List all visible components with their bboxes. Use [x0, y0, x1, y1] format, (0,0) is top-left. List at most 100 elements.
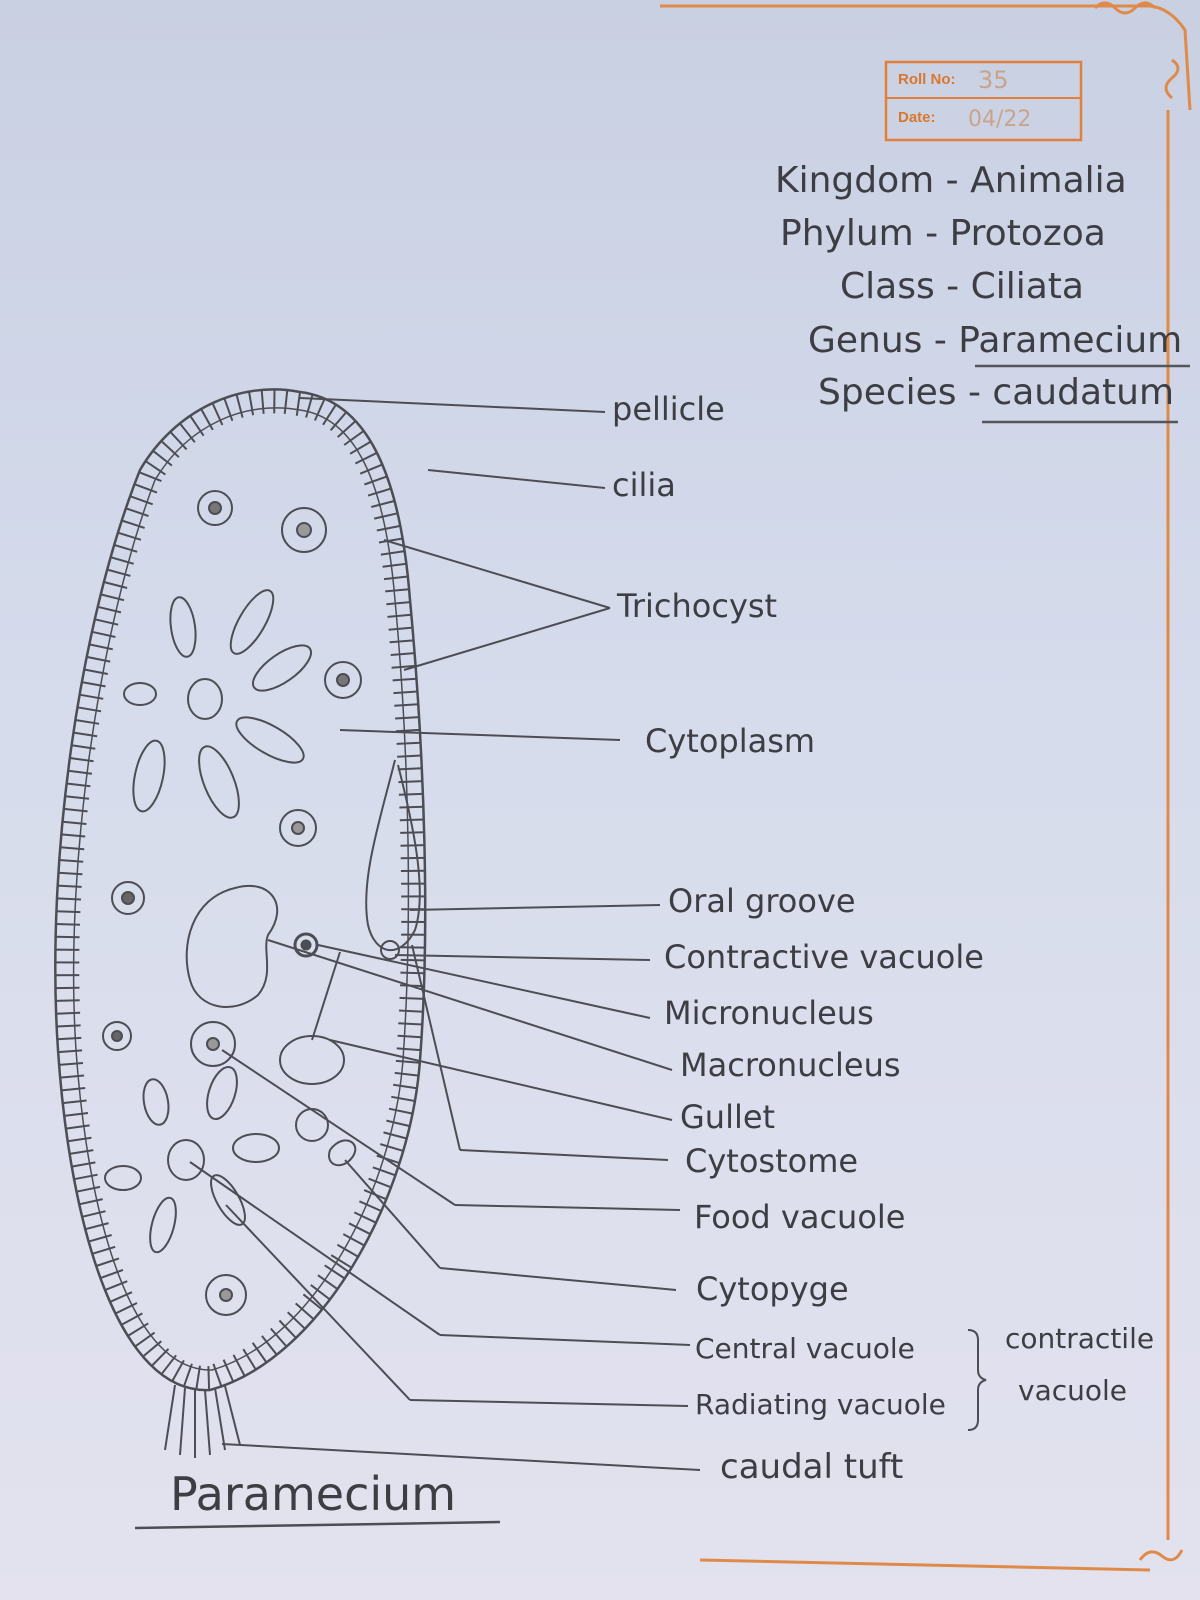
cilium: [125, 507, 149, 518]
cilium: [182, 1363, 193, 1387]
cilium: [55, 935, 80, 939]
cilium: [232, 1354, 246, 1377]
pellicle-inner: [72, 407, 410, 1371]
cilium: [358, 1200, 382, 1212]
cilium: [212, 1363, 223, 1387]
cilium: [336, 1243, 359, 1258]
cilium: [67, 1136, 92, 1143]
label-oral-groove: Oral groove: [668, 882, 856, 920]
cilium: [75, 719, 100, 725]
cilium: [380, 550, 405, 556]
cilium: [394, 703, 419, 707]
cilium: [56, 897, 82, 901]
date-value: 04/22: [968, 107, 1031, 132]
cilium: [94, 618, 119, 626]
cilium: [400, 831, 425, 834]
classification-block: Kingdom - Animalia Phylum - Protozoa Cla…: [775, 160, 1190, 424]
cilium: [57, 884, 82, 888]
micronucleus: [293, 932, 319, 958]
cilium: [134, 483, 158, 494]
cilium: [383, 575, 409, 581]
cilium: [68, 769, 93, 775]
cilium: [86, 655, 111, 663]
classification-genus: Genus - Paramecium: [808, 320, 1182, 361]
cilium: [400, 844, 425, 847]
cilium: [235, 394, 244, 418]
cilium: [66, 782, 91, 788]
cilium: [127, 1322, 149, 1337]
cilium: [56, 910, 81, 914]
cilium: [329, 411, 348, 431]
cilium: [179, 422, 196, 443]
cilium: [106, 568, 131, 577]
label-macronucleus: Macronucleus: [680, 1046, 901, 1084]
cilium: [398, 792, 423, 796]
roll-label: Roll No:: [898, 71, 956, 88]
cilium: [211, 402, 224, 426]
contractive-vacuole-dot: [380, 940, 400, 960]
cilium: [248, 391, 255, 416]
cilium: [394, 1071, 419, 1077]
cilium: [399, 818, 424, 822]
cilium: [382, 562, 407, 568]
cilium: [109, 1291, 133, 1303]
cilium: [55, 923, 81, 926]
classification-kingdom: Kingdom - Animalia: [775, 160, 1127, 201]
cilium: [60, 846, 85, 851]
cilium: [389, 639, 414, 644]
cilium: [371, 499, 395, 508]
cilium: [222, 1359, 235, 1383]
cilium: [372, 1166, 396, 1177]
cilium: [388, 626, 413, 631]
title-underline: [134, 1520, 501, 1530]
cilium: [367, 487, 392, 497]
radiating-canals: [104, 589, 357, 1254]
label-contractile-group-line1: contractile: [1005, 1322, 1154, 1355]
cilium: [270, 1327, 288, 1348]
cilium: [88, 1234, 112, 1243]
cilium: [242, 1348, 257, 1371]
cilium: [78, 1198, 103, 1206]
cilium: [84, 668, 108, 675]
label-caudal-tuft: caudal tuft: [720, 1447, 903, 1487]
cilium: [189, 415, 205, 437]
cilium: [58, 871, 83, 876]
cilium: [113, 543, 138, 553]
cilium: [393, 690, 418, 695]
bracket: [967, 1329, 987, 1431]
label-cytoplasm: Cytoplasm: [645, 722, 815, 760]
cilium: [391, 664, 416, 669]
cilium: [251, 1342, 268, 1364]
classification-species: Species - caudatum: [818, 372, 1174, 413]
cilium: [95, 1257, 120, 1267]
cilium: [278, 1319, 297, 1339]
page-border: [660, 1, 1192, 1572]
cilium: [399, 805, 424, 809]
cilium: [397, 767, 422, 771]
cilium: [364, 475, 388, 486]
cilium: [313, 398, 326, 421]
gullet-vacuole: [279, 1035, 345, 1085]
cilium: [379, 1143, 404, 1152]
cilium: [200, 408, 214, 431]
cilium: [330, 1254, 353, 1269]
cilium: [77, 706, 102, 713]
cilium: [117, 531, 142, 541]
cilium: [152, 450, 173, 467]
cilium: [398, 1022, 423, 1026]
cilium: [134, 1331, 156, 1348]
label-food-vacuole: Food vacuole: [694, 1198, 905, 1236]
cilium: [100, 1268, 124, 1280]
cilium: [302, 1293, 323, 1311]
label-central-vacuole: Central vacuole: [695, 1332, 915, 1365]
cilium: [56, 1011, 81, 1015]
cilium: [169, 431, 188, 451]
cilium: [69, 1149, 94, 1155]
label-radiating-vacuole: Radiating vacuole: [695, 1388, 946, 1421]
classification-phylum: Phylum - Protozoa: [780, 213, 1106, 254]
cilium: [65, 1124, 90, 1130]
cilium: [142, 1340, 162, 1358]
cilium: [64, 795, 90, 800]
diagram-title: Paramecium: [170, 1467, 456, 1521]
